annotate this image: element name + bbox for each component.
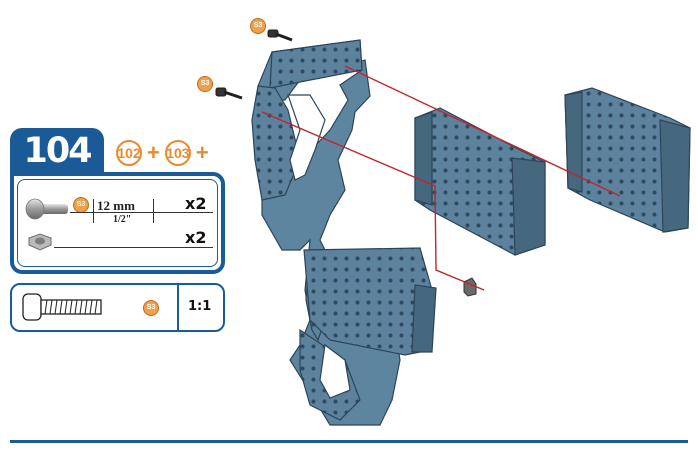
main-frame-part [251,39,437,426]
length-tick-right [153,199,154,223]
scale-divider [177,285,179,330]
bottom-rule [10,440,688,443]
plus-sign: + [195,140,209,165]
assembly-guide-lines [261,65,621,291]
screw-length: 12 mm [97,198,135,213]
prerequisite-steps: 102 + 103 + [116,138,212,168]
plus-sign: + [147,140,160,165]
left-screw [215,87,243,100]
screw-leader-line [70,212,213,213]
nut-part-icon [28,233,52,251]
parts-list-inner-frame [17,179,218,267]
nut-quantity: x2 [185,228,207,247]
scale-screw-code-badge: S3 [143,300,159,316]
parts-list-box [10,172,225,274]
prerequisite-step-1: 102 [116,140,142,166]
middle-panel-part [414,107,546,256]
left-screw-code-badge: S3 [197,76,213,92]
scale-reference-box: 1:1 [10,283,225,332]
screw-part-icon [25,198,68,220]
scale-ratio: 1:1 [188,299,212,314]
nut-leader-line [54,247,213,248]
nut-part [463,277,477,297]
prerequisite-step-2: 103 [164,140,191,166]
right-panel-part [564,87,691,233]
screw-quantity: x2 [185,194,207,213]
screw-code-badge: S3 [73,197,89,213]
top-screw-code-badge: S3 [250,18,266,34]
screw-actual-size-icon [22,293,102,321]
assembly-illustration [215,29,691,426]
screw-length-inches: 1/2" [113,214,132,225]
length-tick-left [93,199,94,223]
top-screw [267,29,293,42]
step-number: 104 [10,128,104,172]
